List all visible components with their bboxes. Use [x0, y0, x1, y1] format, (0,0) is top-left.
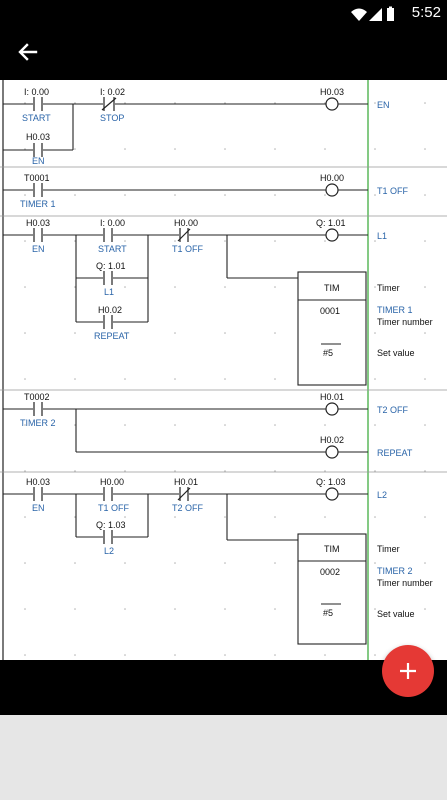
arrow-left-icon	[18, 43, 38, 61]
timer-number-label: Timer number	[377, 578, 433, 588]
coil-label: L2	[377, 490, 387, 500]
contact-label: T1 OFF	[98, 503, 130, 513]
status-icons	[351, 6, 394, 21]
timer-set-value: #5	[323, 608, 333, 618]
rung-3	[3, 234, 368, 386]
coil-label: EN	[377, 100, 390, 110]
back-button[interactable]	[14, 38, 42, 66]
contact-t1-off-nc[interactable]	[177, 228, 191, 242]
timer-name-label: TIMER 2	[377, 566, 413, 576]
contact-label: REPEAT	[94, 331, 130, 341]
signal-icon	[369, 8, 382, 21]
contact-l1[interactable]	[103, 271, 113, 285]
contact-en-2[interactable]	[33, 228, 43, 242]
contact-t1-off[interactable]	[103, 487, 113, 501]
contact-address: I: 0.02	[100, 87, 125, 97]
contact-address: H0.00	[174, 218, 198, 228]
timer-number-value: 0002	[320, 567, 340, 577]
ladder-diagram-canvas[interactable]: I: 0.00 START I: 0.02 STOP H0.03 EN H0.0…	[0, 80, 447, 660]
contact-label: T1 OFF	[172, 244, 204, 254]
timer-block-title: TIM	[324, 544, 340, 554]
contact-timer-2[interactable]	[33, 402, 43, 416]
coil-t2-off[interactable]	[325, 402, 339, 416]
coil-en[interactable]	[325, 97, 339, 111]
set-value-label: Set value	[377, 609, 415, 619]
contact-address: T0002	[24, 392, 50, 402]
status-bar: 5:52	[0, 0, 447, 28]
contact-address: Q: 1.01	[96, 261, 126, 271]
coil-address: H0.00	[320, 173, 344, 183]
contact-repeat[interactable]	[103, 315, 113, 329]
contact-address: H0.03	[26, 132, 50, 142]
contact-en-3[interactable]	[33, 487, 43, 501]
contact-address: T0001	[24, 173, 50, 183]
timer-side-label: Timer	[377, 283, 400, 293]
contact-address: H0.00	[100, 477, 124, 487]
coil-repeat[interactable]	[325, 445, 339, 459]
contact-address: H0.03	[26, 477, 50, 487]
coil-address: H0.03	[320, 87, 344, 97]
contact-l2[interactable]	[103, 530, 113, 544]
set-value-label: Set value	[377, 348, 415, 358]
contact-start-1[interactable]	[33, 97, 43, 111]
timer-set-value: #5	[323, 348, 333, 358]
coil-address: H0.01	[320, 392, 344, 402]
timer-block-title: TIM	[324, 283, 340, 293]
coil-t1-off[interactable]	[325, 183, 339, 197]
contact-label: EN	[32, 244, 45, 254]
contact-label: TIMER 2	[20, 418, 56, 428]
bottom-bar	[0, 660, 447, 715]
contact-label: EN	[32, 503, 45, 513]
coil-label: T1 OFF	[377, 186, 409, 196]
rung-4	[3, 408, 368, 453]
contact-label: EN	[32, 156, 45, 166]
coil-label: REPEAT	[377, 448, 413, 458]
contact-label: L2	[104, 546, 114, 556]
contact-t2-off-nc[interactable]	[177, 487, 191, 501]
contact-address: H0.01	[174, 477, 198, 487]
contact-label: START	[98, 244, 127, 254]
coil-address: Q: 1.01	[316, 218, 346, 228]
timer-number-value: 0001	[320, 306, 340, 316]
contact-en-1[interactable]	[33, 143, 43, 157]
coil-label: L1	[377, 231, 387, 241]
add-button[interactable]	[382, 645, 434, 697]
contact-address: Q: 1.03	[96, 520, 126, 530]
app-bar	[0, 28, 447, 80]
timer-number-label: Timer number	[377, 317, 433, 327]
ladder-diagram: I: 0.00 START I: 0.02 STOP H0.03 EN H0.0…	[0, 80, 447, 660]
contact-label: TIMER 1	[20, 199, 56, 209]
rung-5	[3, 493, 368, 645]
timer-side-label: Timer	[377, 544, 400, 554]
rung-1	[3, 103, 368, 151]
contact-address: I: 0.00	[100, 218, 125, 228]
contact-label: T2 OFF	[172, 503, 204, 513]
contact-stop-nc[interactable]	[101, 97, 117, 111]
status-time: 5:52	[411, 4, 441, 21]
plus-icon	[400, 663, 416, 679]
contact-address: H0.03	[26, 218, 50, 228]
contact-timer-1[interactable]	[33, 183, 43, 197]
coil-l2[interactable]	[325, 487, 339, 501]
battery-icon	[387, 8, 394, 21]
timer-name-label: TIMER 1	[377, 305, 413, 315]
coil-label: T2 OFF	[377, 405, 409, 415]
contact-label: START	[22, 113, 51, 123]
contact-label: L1	[104, 287, 114, 297]
coil-l1[interactable]	[325, 228, 339, 242]
contact-label: STOP	[100, 113, 124, 123]
wifi-icon	[351, 8, 367, 21]
contact-start-2[interactable]	[103, 228, 113, 242]
contact-address: I: 0.00	[24, 87, 49, 97]
coil-address: Q: 1.03	[316, 477, 346, 487]
coil-address: H0.02	[320, 435, 344, 445]
contact-address: H0.02	[98, 305, 122, 315]
